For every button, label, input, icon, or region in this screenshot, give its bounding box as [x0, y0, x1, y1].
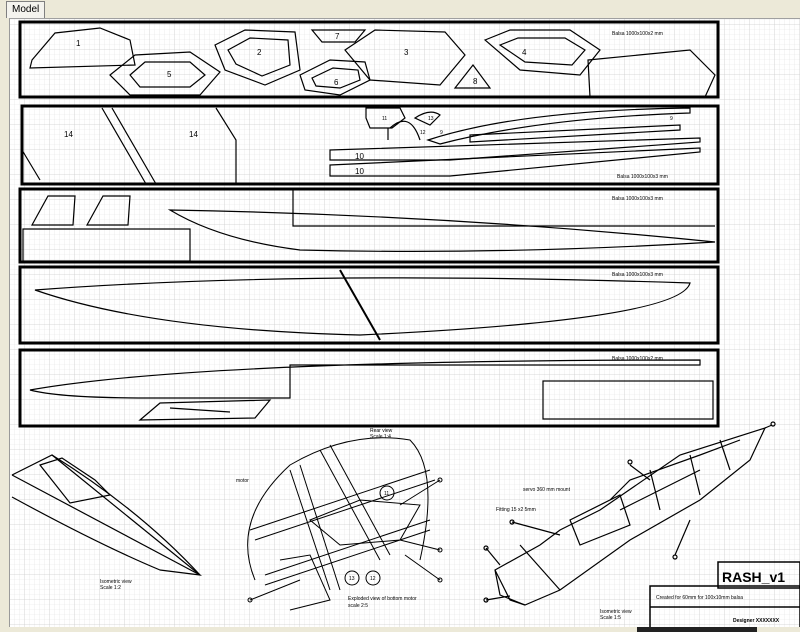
frame-label-servo: servo 360 mm mount [523, 487, 571, 493]
part-label: 13 [428, 116, 434, 122]
callout-13: 13 [349, 576, 355, 582]
sheet-4[interactable] [18, 265, 720, 345]
sheet-4-material: Balsa 1000x100x3 mm [612, 272, 663, 278]
isometric-view-scale: Scale 1:2 [100, 585, 121, 591]
cad-drawing[interactable]: Balsa 1000x100x2 mm 1 5 2 7 3 6 8 4 Bals… [10, 19, 800, 631]
callout-12: 12 [370, 576, 376, 582]
sheet-5[interactable] [18, 348, 720, 428]
sheet-5-material: Balsa 1000x100x2 mm [612, 356, 663, 362]
drawing-title: RASH_v1 [722, 569, 785, 585]
motor-label: motor [236, 478, 249, 484]
rear-exploded-view[interactable] [247, 437, 443, 611]
left-frame-edge [0, 18, 10, 632]
drawing-description: Created for 60mm for 100x10mm balsa [656, 595, 743, 601]
isometric-view-title: Isometric view [100, 579, 132, 585]
part-label: 8 [473, 77, 478, 86]
part-label: 9 [670, 116, 673, 122]
grid [10, 19, 800, 627]
part-label: 14 [189, 130, 198, 139]
part-label: 14 [64, 130, 73, 139]
frame-label-fitting: Fitting 15 x2 5mm [496, 507, 536, 513]
isometric-boat-view[interactable] [11, 454, 203, 576]
part-label: 6 [334, 78, 339, 87]
frame-view-title: Isometric view [600, 609, 632, 615]
sheet-2-material: Balsa 1000x100x3 mm [617, 174, 668, 180]
part-label: 1 [76, 39, 81, 48]
bottom-status-strip [0, 627, 800, 632]
layout-tab-bar: Model [0, 0, 800, 19]
part-label: 7 [335, 32, 340, 41]
tab-model[interactable]: Model [6, 1, 46, 18]
part-label: 11 [382, 116, 387, 122]
drawing-canvas[interactable]: Balsa 1000x100x2 mm 1 5 2 7 3 6 8 4 Bals… [10, 19, 800, 631]
sheet-1[interactable] [18, 20, 720, 99]
sheet-2[interactable] [20, 104, 720, 186]
part-label: 5 [167, 70, 172, 79]
exploded-view-caption: Exploded view of bottom motor [348, 596, 417, 602]
frame-isometric-view[interactable] [483, 421, 776, 606]
part-label: 3 [404, 48, 409, 57]
part-label: 9 [440, 130, 443, 136]
callout-11: 11 [384, 491, 389, 497]
part-label: 12 [420, 130, 426, 136]
part-label: 10 [355, 167, 364, 176]
sheet-3[interactable] [18, 187, 720, 264]
part-label: 4 [522, 48, 527, 57]
status-block [637, 627, 757, 632]
rear-view-scale: Scale 1:4 [370, 434, 391, 440]
sheet-1-material: Balsa 1000x100x2 mm [612, 31, 663, 37]
rear-view-title: Rear view [370, 428, 393, 434]
part-label: 10 [355, 152, 364, 161]
part-label: 2 [257, 48, 262, 57]
sheet-3-material: Balsa 1000x100x3 mm [612, 196, 663, 202]
designer-name: Designer XXXXXXX [733, 618, 780, 624]
exploded-view-scale: scale 2:5 [348, 603, 368, 609]
frame-view-scale: Scale 1:5 [600, 615, 621, 621]
